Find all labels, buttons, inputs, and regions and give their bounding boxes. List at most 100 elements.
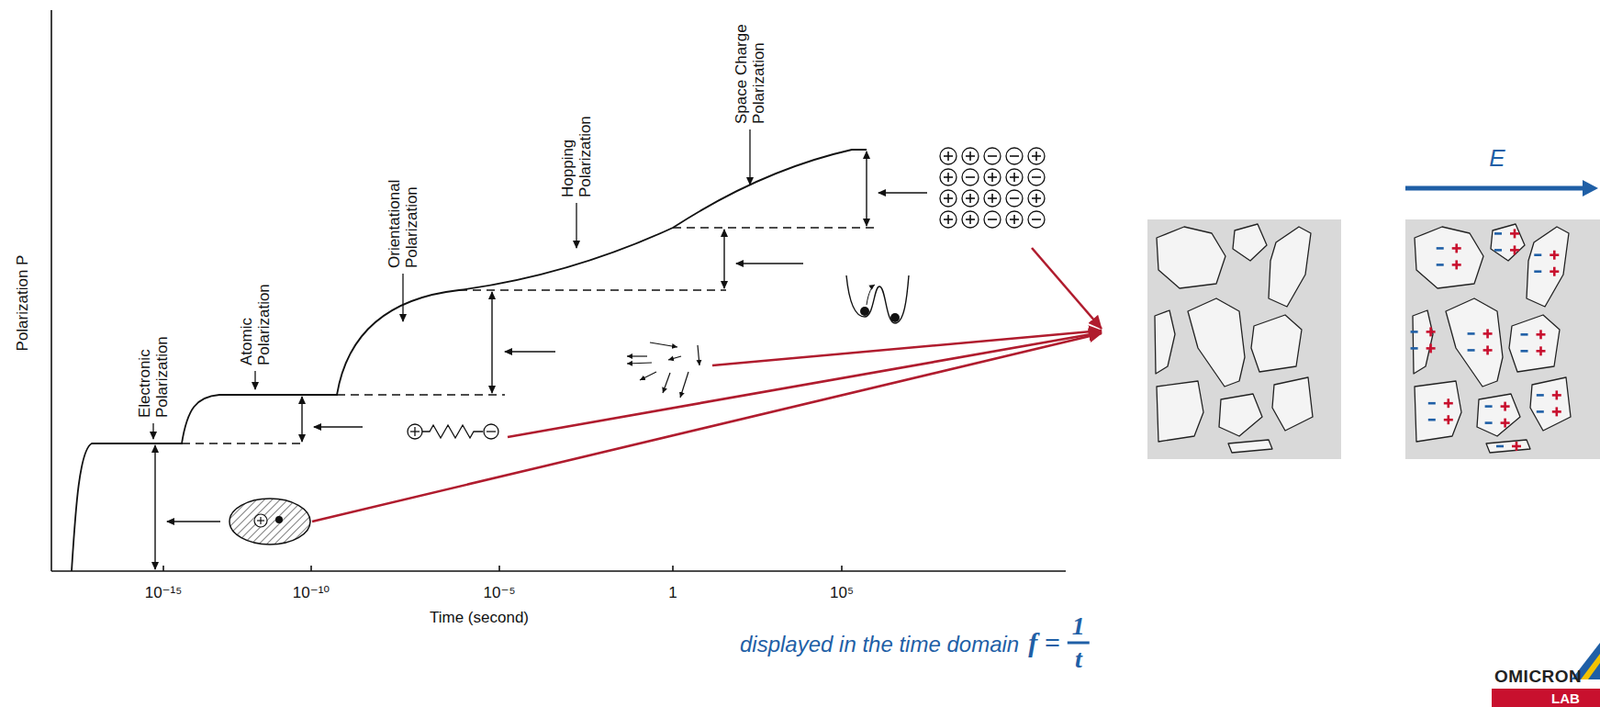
charge-stroke (1013, 214, 1016, 224)
positive-charge (1429, 326, 1433, 336)
negative-charge (1428, 402, 1436, 405)
grain (1232, 223, 1267, 261)
charge-circle (939, 168, 957, 186)
charge-circle (1028, 190, 1045, 207)
negative-charge (1410, 330, 1419, 334)
charge-stroke (947, 172, 950, 182)
grain (1490, 223, 1525, 261)
grain (1251, 314, 1302, 372)
positive-charge (1454, 243, 1458, 253)
charge-circle (1006, 147, 1023, 165)
mechanism-label: Hopping Polarization (559, 87, 594, 198)
charge-circle (1006, 211, 1023, 228)
charge-circle (1006, 168, 1023, 186)
mechanism-label: Space Charge Polarization (732, 13, 768, 124)
positive-charge (1513, 228, 1517, 238)
positive-charge (1454, 259, 1458, 269)
charge-circle (984, 168, 1001, 186)
text-label: t (1074, 645, 1083, 673)
negative-charge (1494, 232, 1502, 235)
negative-charge (1467, 332, 1476, 336)
grain (1445, 298, 1503, 387)
positive-charge (1515, 441, 1519, 451)
charge-circle (939, 147, 957, 165)
negative-charge (1485, 421, 1493, 425)
grain (1154, 310, 1175, 374)
negative-charge (1494, 248, 1502, 252)
grain (1156, 380, 1204, 442)
positive-charge (1555, 406, 1559, 416)
material-panel-polarized (1405, 219, 1600, 459)
positive-charge (1503, 402, 1507, 412)
positive-charge (1447, 414, 1451, 425)
axes (51, 10, 1066, 571)
grain (1486, 439, 1531, 453)
charge-circle (984, 147, 1001, 165)
charge-stroke (969, 151, 972, 161)
text-label: 1 (1072, 612, 1086, 640)
grain (1272, 377, 1313, 431)
negative-charge (1536, 393, 1545, 397)
spring-dipole-symbol (407, 424, 499, 439)
grain (1156, 226, 1226, 289)
double-well-symbol (846, 275, 909, 324)
positive-charge (1513, 245, 1517, 255)
electron-cloud-symbol (229, 498, 311, 545)
charge-circle (1028, 147, 1045, 165)
red-leader-lines (312, 247, 1102, 522)
charge-stroke (947, 151, 950, 161)
charge-stroke (1031, 176, 1041, 179)
charge-circle (939, 190, 957, 207)
grain (1509, 314, 1560, 372)
grain (1530, 377, 1571, 431)
positive-charge (1555, 390, 1559, 400)
positive-charge (1553, 250, 1556, 260)
positive-charge (1447, 398, 1451, 408)
grain-charges (1410, 228, 1562, 451)
text-label: E (1488, 145, 1505, 171)
charge-stroke (991, 172, 994, 182)
text-label: LAB (1551, 690, 1580, 706)
charge-stroke (987, 218, 997, 221)
negative-charge (1521, 333, 1529, 336)
logo-mark (1491, 642, 1600, 707)
grain (1476, 393, 1521, 437)
charge-stroke (969, 214, 972, 224)
charge-stroke (1013, 172, 1016, 182)
mechanism-label: Orientational Polarization (385, 157, 421, 269)
mechanism-label: Electronic Polarization (135, 307, 171, 418)
negative-charge (1533, 253, 1542, 257)
charge-stroke (1035, 193, 1038, 203)
field-arrowhead (1582, 179, 1599, 197)
negative-charge (1485, 404, 1493, 408)
charge-circle (1028, 211, 1045, 228)
negative-charge (1536, 410, 1545, 414)
charge-stroke (1009, 155, 1019, 157)
charge-circle (1028, 168, 1045, 186)
grain (1187, 298, 1245, 387)
charge-circle (962, 211, 979, 228)
negative-charge (1496, 445, 1504, 448)
charge-stroke (969, 193, 972, 203)
text-label: f = (1028, 627, 1061, 658)
grain (1526, 226, 1569, 307)
charge-circle (962, 147, 979, 165)
negative-charge (1428, 418, 1436, 422)
positive-charge (1486, 328, 1489, 338)
negative-charge (1436, 246, 1444, 250)
text-label: Polarization P (13, 255, 32, 352)
field-arrow (1405, 186, 1585, 191)
positive-charge (1429, 343, 1433, 353)
positive-charge (1539, 346, 1543, 356)
text-label: displayed in the time domain (739, 631, 1019, 658)
grain (1228, 439, 1273, 453)
charge-stroke (1009, 197, 1019, 200)
charge-circle (984, 211, 1001, 228)
negative-charge (1436, 263, 1444, 267)
negative-charge (1410, 346, 1419, 350)
mechanism-label: Atomic Polarization (237, 255, 273, 366)
material-panel (1147, 219, 1342, 459)
charge-stroke (947, 193, 950, 203)
charge-circle (939, 211, 957, 228)
polarization-curve (71, 149, 867, 571)
